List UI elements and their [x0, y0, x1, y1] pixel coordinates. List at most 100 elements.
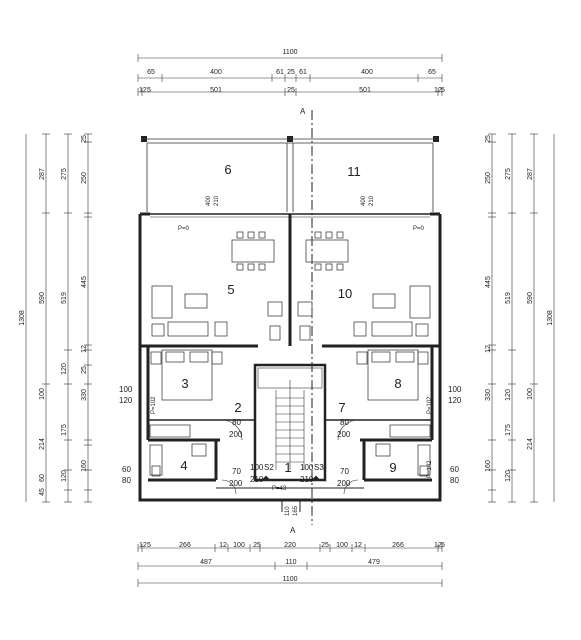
entry-door-h-left: 210 [250, 475, 264, 484]
terrace-door-w-left: 400 [206, 195, 212, 206]
dim-left-in-c: 445 [81, 276, 88, 288]
dim-left-in-a: 25 [81, 135, 88, 143]
stair-label-s3: S3 [314, 463, 324, 472]
dim-left-mid-b: 519 [61, 292, 68, 304]
dim-left-outer-a: 287 [39, 168, 46, 180]
bed-right [356, 349, 431, 438]
dim-top-3-f: 12 [434, 87, 442, 94]
dim-left-mid-c: 120 [61, 363, 68, 375]
win8-h: 120 [448, 396, 462, 405]
opening-labels: 400 210 400 210 P=0 P=0 100 120 100 120 … [119, 195, 462, 516]
terrace-door-h-left: 210 [214, 195, 220, 206]
dim-top-3-g: 5 [441, 87, 445, 94]
dim-left-outer-b: 590 [39, 292, 46, 304]
dim-left-in-d: 12 [81, 345, 88, 353]
dim-bot-1-c: 266 [179, 542, 191, 549]
door-swings [221, 419, 359, 495]
dim-right-total: 1308 [547, 310, 554, 326]
dim-left-in-f: 330 [81, 389, 88, 401]
dim-top-2-d: 25 [287, 69, 295, 76]
top-dimensions: 1100 65 400 61 25 61 400 65 12 5 501 25 … [137, 49, 445, 96]
terrace-door-h-right: 210 [369, 195, 375, 206]
room-1: 1 [284, 460, 291, 475]
walls [138, 136, 442, 512]
dim-top-3-e: 501 [359, 87, 371, 94]
door9-w: 70 [340, 467, 349, 476]
dim-top-2-b: 400 [210, 69, 222, 76]
room-4: 4 [180, 458, 187, 473]
dim-bot-1-g: 220 [284, 542, 296, 549]
entry-d: 165 [293, 505, 299, 516]
dim-right-mid-b: 519 [505, 292, 512, 304]
win3-h: 120 [119, 396, 133, 405]
dim-right-mid-c: 120 [505, 389, 512, 401]
dining-table-right [305, 231, 349, 271]
stair-arrow-icon-right [311, 475, 321, 481]
bed-left [149, 349, 223, 438]
dim-bot-1-i: 100 [336, 542, 348, 549]
dim-left-outer-e: 60 [39, 474, 46, 482]
section-label-bottom: A [290, 526, 296, 535]
sofa-left [151, 285, 283, 341]
left-dimensions: 1308 287 590 214 100 60 45 275 519 120 1… [19, 133, 92, 503]
dim-left-mid-d: 175 [61, 424, 68, 436]
dim-left-mid-a: 275 [61, 168, 68, 180]
room-10: 10 [338, 286, 352, 301]
dim-left-mid-e: 120 [61, 470, 68, 482]
room-3: 3 [181, 376, 188, 391]
door7-h: 200 [337, 430, 351, 439]
stairs [257, 367, 323, 481]
dim-bot-1-b: 5 [147, 542, 151, 549]
dim-right-in-f: 160 [485, 460, 492, 472]
win4-w: 60 [122, 465, 131, 474]
dim-right-mid-d: 175 [505, 424, 512, 436]
room-2: 2 [234, 400, 241, 415]
room-6: 6 [224, 162, 231, 177]
room-11: 11 [347, 164, 361, 179]
dim-left-in-g: 160 [81, 460, 88, 472]
dim-left-in-b: 250 [81, 172, 88, 184]
dim-bot-1-m: 5 [441, 542, 445, 549]
dim-left-outer-d: 100 [39, 388, 46, 400]
dining-table-left [231, 231, 275, 271]
entry-w: 110 [285, 506, 291, 516]
sill-p102-left: P=102 [151, 396, 157, 414]
dim-left-outer-f: 45 [39, 488, 46, 496]
door2-w: 80 [232, 418, 241, 427]
dim-bot-1-f: 25 [253, 542, 261, 549]
dim-right-in-a: 25 [485, 135, 492, 143]
win3-w: 100 [119, 385, 133, 394]
room-8: 8 [394, 376, 401, 391]
win9-w: 60 [450, 465, 459, 474]
bottom-dimensions: 12 5 266 12 100 25 220 25 100 12 266 12 … [137, 542, 445, 587]
door4-w: 70 [232, 467, 241, 476]
entry-door-w-left: 100 [250, 463, 264, 472]
door9-h: 200 [337, 479, 351, 488]
sill-p142: P=142 [427, 460, 433, 478]
dim-right-outer-b: 590 [527, 292, 534, 304]
terrace-door-w-right: 400 [361, 195, 367, 206]
dim-left-in-e: 25 [81, 366, 88, 374]
room-9: 9 [389, 460, 396, 475]
dim-right-in-d: 12 [485, 345, 492, 353]
dim-bot-1-l: 12 [434, 542, 442, 549]
dim-right-outer-a: 287 [527, 168, 534, 180]
dim-top-2-a: 65 [147, 69, 155, 76]
sill-p0-left: P=0 [178, 226, 190, 232]
dim-bot-1-a: 12 [139, 542, 147, 549]
dim-top-2-e: 61 [299, 69, 307, 76]
dim-top-3-b: 5 [147, 87, 151, 94]
sill-p102-right: P=102 [427, 396, 433, 414]
dim-left-total: 1308 [19, 310, 26, 326]
dim-total-top: 1100 [282, 49, 297, 56]
dim-top-2-g: 65 [428, 69, 436, 76]
dim-right-in-e: 330 [485, 389, 492, 401]
dim-top-2-c: 61 [276, 69, 284, 76]
win8-w: 100 [448, 385, 462, 394]
door4-h: 200 [229, 479, 243, 488]
section-line-a: A A [290, 107, 313, 535]
stair-label-s2: S2 [264, 463, 274, 472]
section-label-top: A [300, 107, 306, 116]
right-dimensions: 25 250 445 12 330 160 275 519 120 175 12… [485, 133, 555, 503]
